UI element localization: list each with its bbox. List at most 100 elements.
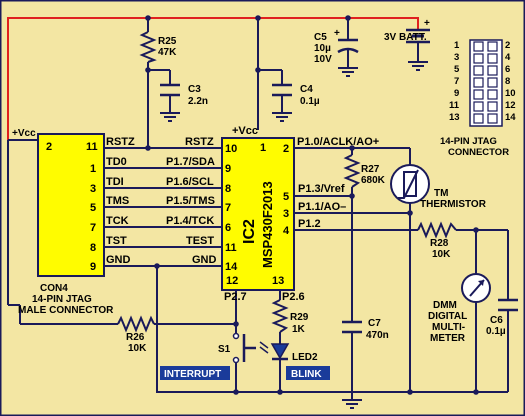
ic2-gnd-label: GND <box>192 254 217 266</box>
r25-resistor: R25 47K <box>139 31 177 63</box>
c5-plus: + <box>334 28 340 39</box>
c6-name: C6 <box>490 315 503 326</box>
jtag-pin-square <box>487 113 498 124</box>
r26-zigzag <box>117 315 155 333</box>
r29-name: R29 <box>290 312 309 323</box>
c7-value: 470n <box>366 330 389 341</box>
c6-capacitor: C6 0.1µ <box>486 298 518 337</box>
ic2-test-label: TEST <box>186 235 214 247</box>
ic2-chip: +Vcc 1 RSTZ P1.7/SDA P1.6/SCL P1.5/TMS P… <box>166 125 379 303</box>
jtag-pin-square <box>487 101 498 112</box>
ic2-part-number: MSP430F2013 <box>260 181 275 268</box>
jtag-pin-label: 9 <box>454 88 459 99</box>
junction-dot <box>233 321 239 327</box>
jtag-pin-square <box>473 65 484 76</box>
jtag-pin-label: 13 <box>449 112 460 123</box>
led-triangle <box>270 343 290 360</box>
jtag-pin-square <box>487 89 498 100</box>
ic2-p12-label: P1.2 <box>298 218 321 230</box>
jtag-pin-label: 3 <box>454 52 459 63</box>
jtag-pin-square <box>487 41 498 52</box>
dmm-label-1: DMM <box>433 300 457 311</box>
ic2-p16-label: P1.6/SCL <box>166 176 214 188</box>
ic2-pin-num: 3 <box>283 208 289 220</box>
r26-value: 10K <box>128 343 147 354</box>
ground-symbol <box>272 112 292 122</box>
interrupt-bg <box>160 366 230 380</box>
con4-tck-label: TCK <box>106 215 129 227</box>
c4-name: C4 <box>300 84 313 95</box>
con4-pin-num: 7 <box>90 222 96 234</box>
con4-tdi-label: TDI <box>106 176 124 188</box>
junction-dot <box>473 389 479 395</box>
led-ray <box>259 346 269 354</box>
jtag-pin-square <box>487 53 498 64</box>
r27-zigzag <box>343 154 361 188</box>
junction-dot <box>277 389 283 395</box>
dmm-label-3: MULTI- <box>432 322 465 333</box>
junction-dot <box>255 15 261 21</box>
con4-desc2: MALE CONNECTOR <box>18 305 114 316</box>
jtag-pin-square <box>473 77 484 88</box>
junction-dots <box>145 15 479 395</box>
jtag-pin-square <box>473 113 484 124</box>
con4-pin-num: 9 <box>90 261 96 273</box>
junction-dot <box>349 193 355 199</box>
con4-pin-11: 11 <box>86 141 98 153</box>
ic2-p13-label: P1.3/Vref <box>298 183 345 195</box>
dmm-label-4: METER <box>430 333 466 344</box>
dmm-arrow <box>478 280 484 286</box>
jtag-title2: CONNECTOR <box>448 147 509 158</box>
con4-desc1: 14-PIN JTAG <box>32 294 92 305</box>
con4-td0-label: TD0 <box>106 156 127 168</box>
c7-name: C7 <box>368 318 381 329</box>
ic2-p26-label: P2.6 <box>282 291 305 303</box>
ground-bus <box>156 266 485 393</box>
ic2-p27-label: P2.7 <box>224 291 247 303</box>
ground-symbol <box>408 61 428 71</box>
con4-gnd-label: GND <box>106 254 131 266</box>
led-ray <box>259 341 269 349</box>
battery: + 3V BATT. <box>384 18 430 71</box>
ic2-p15-label: P1.5/TMS <box>166 195 215 207</box>
thermistor-slash <box>398 169 419 199</box>
thermistor: TM THERMISTOR <box>390 164 487 210</box>
r25-value: 47K <box>158 47 177 58</box>
con4-name: CON4 <box>40 283 68 294</box>
r25-name: R25 <box>158 36 177 47</box>
r29-resistor: R29 1K <box>271 299 309 335</box>
thermistor-tm: TM <box>434 188 448 199</box>
c6-value: 0.1µ <box>486 326 506 337</box>
jtag-title1: 14-PIN JTAG <box>440 136 497 147</box>
c5-capacitor: + C5 10µ 10V <box>314 28 359 77</box>
thermistor-body <box>403 171 417 197</box>
jtag-pin-square <box>473 101 484 112</box>
jtag-pin-label: 10 <box>505 88 516 99</box>
c3-value: 2.2n <box>188 96 208 107</box>
junction-dot <box>145 15 151 21</box>
jtag-pinout: 1 3 5 7 9 11 13 2 4 6 8 10 12 14 14-PIN … <box>440 39 516 158</box>
vcc-left-label: +Vcc <box>12 128 36 139</box>
jtag-pin-label: 2 <box>505 40 510 51</box>
ic2-pin-num: 12 <box>226 275 238 287</box>
wires <box>7 17 509 400</box>
ic2-name: IC2 <box>241 219 258 244</box>
con4-pin-num: 5 <box>90 202 96 214</box>
ic2-vcc-pin: 1 <box>260 142 266 154</box>
ic2-p17-label: P1.7/SDA <box>166 156 215 168</box>
junction-dot <box>255 67 261 73</box>
jtag-pin-label: 4 <box>505 52 511 63</box>
jtag-pin-square <box>487 65 498 76</box>
s1-name: S1 <box>218 344 231 355</box>
con4-connector: 2 11 1 3 5 7 8 9 RSTZ TD0 TDI TMS TCK TS… <box>12 128 135 316</box>
ic2-pin-num: 13 <box>272 275 284 287</box>
dmm-meter: DMM DIGITAL MULTI- METER <box>428 273 491 344</box>
r26-name: R26 <box>126 332 145 343</box>
ic2-pin-num: 6 <box>225 222 231 234</box>
con4-body <box>37 133 105 277</box>
ic2-pin-num: 5 <box>283 191 289 203</box>
ground-symbol <box>342 399 362 409</box>
jtag-pin-label: 7 <box>454 76 459 87</box>
